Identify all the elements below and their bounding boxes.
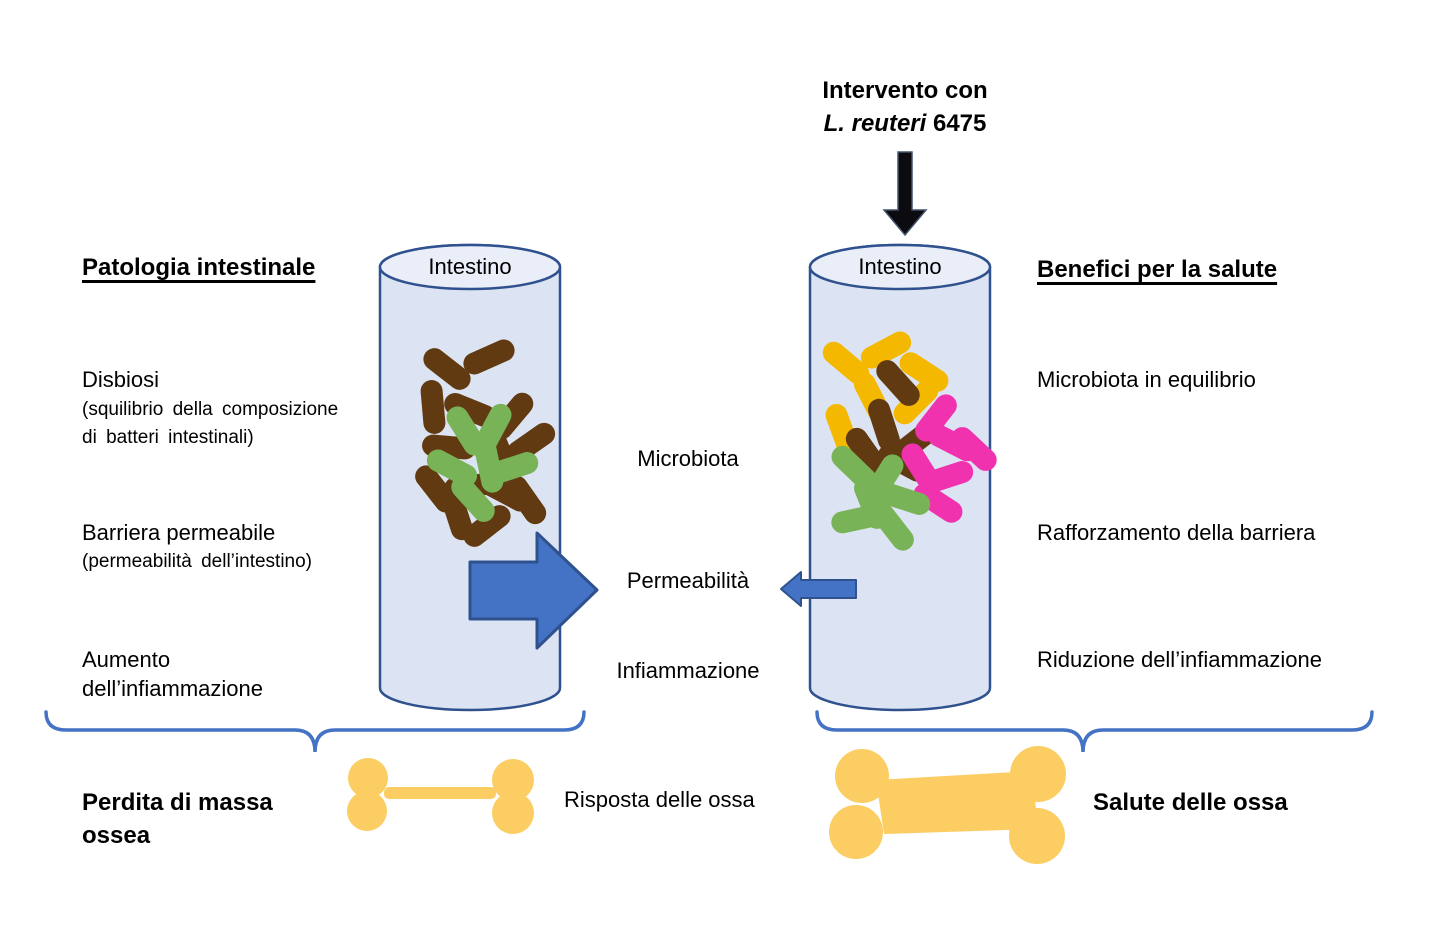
brown-bacterium <box>876 360 920 406</box>
bone-health-label: Salute delle ossa <box>1093 789 1288 816</box>
brown-bacterium <box>505 475 547 525</box>
dysbiosis-sub-line2: di batteri intestinali) <box>82 427 254 448</box>
green-bacterium <box>831 504 885 534</box>
green-bacterium <box>485 452 539 484</box>
species-name: L. reuteri <box>823 110 927 137</box>
microbiota-label: Microbiota <box>637 446 739 471</box>
green-bacterium <box>877 483 931 515</box>
intervention-down-arrow <box>882 151 928 237</box>
magenta-bacterium <box>913 483 963 523</box>
intervention-line2: L. reuteri 6475 <box>822 107 987 140</box>
brown-bacterium <box>506 422 556 464</box>
green-bacterium <box>451 476 495 522</box>
permeable-barrier-label: Barriera permeabile <box>82 520 276 545</box>
weak-bone-icon <box>347 758 534 834</box>
yellow-bacterium <box>899 352 949 392</box>
bone-loss-line2: ossea <box>82 822 151 849</box>
yellow-bacterium <box>822 341 870 385</box>
brown-bacterium <box>423 348 471 390</box>
permeability-increase-arrow <box>468 531 599 650</box>
bone-response-label: Risposta delle ossa <box>564 787 755 812</box>
green-bacterium <box>872 503 914 551</box>
cylinder-right-top <box>808 243 992 291</box>
right-heading: Benefici per la salute <box>1037 256 1278 283</box>
brown-bacterium <box>441 487 473 541</box>
left-heading: Patologia intestinale <box>82 254 316 281</box>
permeability-decrease-arrow <box>780 571 857 607</box>
balanced-bacteria-group <box>822 331 997 551</box>
cylinder-left-label: Intestino <box>428 254 512 279</box>
brown-bacterium <box>868 398 900 452</box>
cylinder-left-top <box>378 243 562 291</box>
healthy-bone-icon <box>829 746 1066 864</box>
magenta-bacterium <box>915 394 957 442</box>
intervention-title: Intervento con L. reuteri 6475 <box>822 74 987 140</box>
magenta-bacterium <box>920 461 974 493</box>
balanced-microbiota-label: Microbiota in equilibrio <box>1037 367 1256 392</box>
strain-number: 6475 <box>926 110 987 137</box>
intervention-line1: Intervento con <box>822 77 988 104</box>
yellow-bacterium <box>860 331 912 369</box>
brown-bacterium <box>420 380 446 434</box>
brown-bacterium <box>845 427 887 477</box>
permeable-barrier-sub: (permeabilità dell’intestino) <box>82 551 312 572</box>
inflammation-increase-line2: dell’infiammazione <box>82 676 263 701</box>
brown-bacterium <box>463 505 511 547</box>
permeability-label: Permeabilità <box>626 568 750 593</box>
brown-bacterium <box>463 339 515 375</box>
barrier-strengthening-label: Rafforzamento della barriera <box>1037 520 1316 545</box>
inflammation-label: Infiammazione <box>616 658 760 683</box>
dysbiosis-sub-line1: (squilibrio della composizione <box>82 399 339 420</box>
bone-loss-line1: Perdita di massa <box>82 789 273 816</box>
inflammation-increase-line1: Aumento <box>82 647 171 672</box>
cylinder-right-label: Intestino <box>858 254 942 279</box>
magenta-bacterium <box>951 427 997 471</box>
brown-bacterium <box>444 393 496 427</box>
dysbiotic-bacteria-group <box>415 339 556 547</box>
left-brace <box>44 710 586 753</box>
inflammation-reduction-label: Riduzione dell’infiammazione <box>1037 647 1322 672</box>
dysbiosis-label: Disbiosi <box>82 367 160 392</box>
right-brace <box>815 710 1374 753</box>
